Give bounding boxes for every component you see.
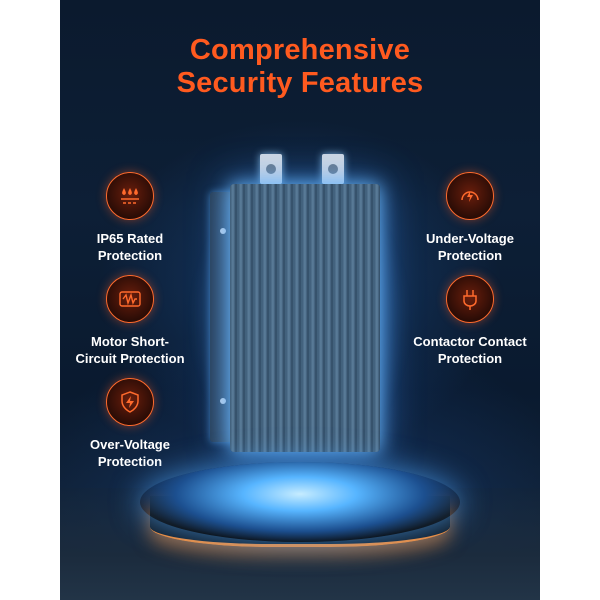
title-line-1: Comprehensive xyxy=(189,34,411,66)
terminal-left xyxy=(260,154,282,184)
feature-under-voltage-label: Under-Voltage Protection xyxy=(400,230,540,264)
feature-ip65-line-1: IP65 Rated xyxy=(96,231,164,246)
feature-contactor-line-1: Contactor Contact xyxy=(413,334,527,349)
product-feature-panel: Comprehensive Security Features IP65 Rat… xyxy=(60,0,540,600)
page-title: Comprehensive Security Features xyxy=(60,34,540,100)
feature-under-voltage-line-2: Protection xyxy=(437,248,503,263)
feature-ip65-line-2: Protection xyxy=(97,248,163,263)
feature-ip65-label: IP65 Rated Protection xyxy=(60,230,200,264)
water-drops-icon xyxy=(106,172,154,220)
feature-motor-short-line-2: Circuit Protection xyxy=(75,351,185,366)
feature-over-voltage-line-2: Protection xyxy=(97,454,163,469)
feature-over-voltage: Over-Voltage Protection xyxy=(60,378,200,470)
feature-under-voltage-line-1: Under-Voltage xyxy=(426,231,514,246)
feature-contactor: Contactor Contact Protection xyxy=(400,275,540,367)
gauge-icon xyxy=(446,172,494,220)
feature-motor-short: Motor Short- Circuit Protection xyxy=(60,275,200,367)
controller-device xyxy=(230,184,380,452)
terminal-right xyxy=(322,154,344,184)
feature-over-voltage-label: Over-Voltage Protection xyxy=(60,436,200,470)
feature-contactor-line-2: Protection xyxy=(437,351,503,366)
pedestal-glow-ring xyxy=(140,462,460,542)
circuit-waveform-icon xyxy=(106,275,154,323)
feature-motor-short-line-1: Motor Short- xyxy=(91,334,169,349)
feature-under-voltage: Under-Voltage Protection xyxy=(400,172,540,264)
feature-motor-short-label: Motor Short- Circuit Protection xyxy=(60,333,200,367)
connector-icon xyxy=(446,275,494,323)
shield-bolt-icon xyxy=(106,378,154,426)
feature-contactor-label: Contactor Contact Protection xyxy=(400,333,540,367)
mount-hole-top xyxy=(220,228,226,234)
title-line-2: Security Features xyxy=(176,67,424,99)
feature-ip65: IP65 Rated Protection xyxy=(60,172,200,264)
mount-hole-bottom xyxy=(220,398,226,404)
feature-over-voltage-line-1: Over-Voltage xyxy=(90,437,170,452)
